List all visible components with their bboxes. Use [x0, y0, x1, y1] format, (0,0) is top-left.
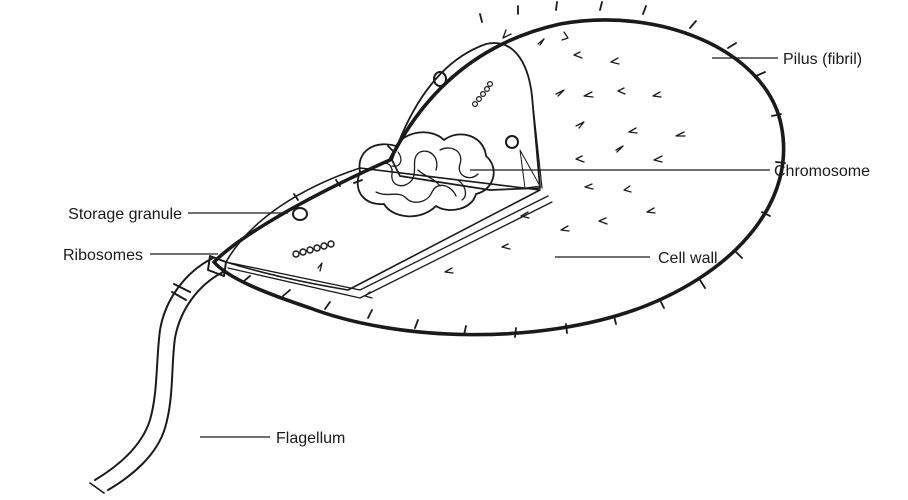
label-cell-wall: Cell wall — [658, 250, 718, 267]
leader-lines — [150, 58, 778, 437]
label-storage-granule: Storage granule — [68, 206, 182, 223]
labels: Pilus (fibril) Chromosome Storage granul… — [63, 51, 870, 447]
label-flagellum: Flagellum — [276, 430, 345, 447]
surface-fibrils — [318, 30, 685, 298]
label-ribosomes: Ribosomes — [63, 247, 143, 264]
flagellum — [90, 256, 226, 493]
cell-body — [214, 20, 784, 335]
chromosome-mass — [358, 132, 494, 216]
label-chromosome: Chromosome — [774, 163, 870, 180]
label-pilus: Pilus (fibril) — [783, 51, 862, 68]
